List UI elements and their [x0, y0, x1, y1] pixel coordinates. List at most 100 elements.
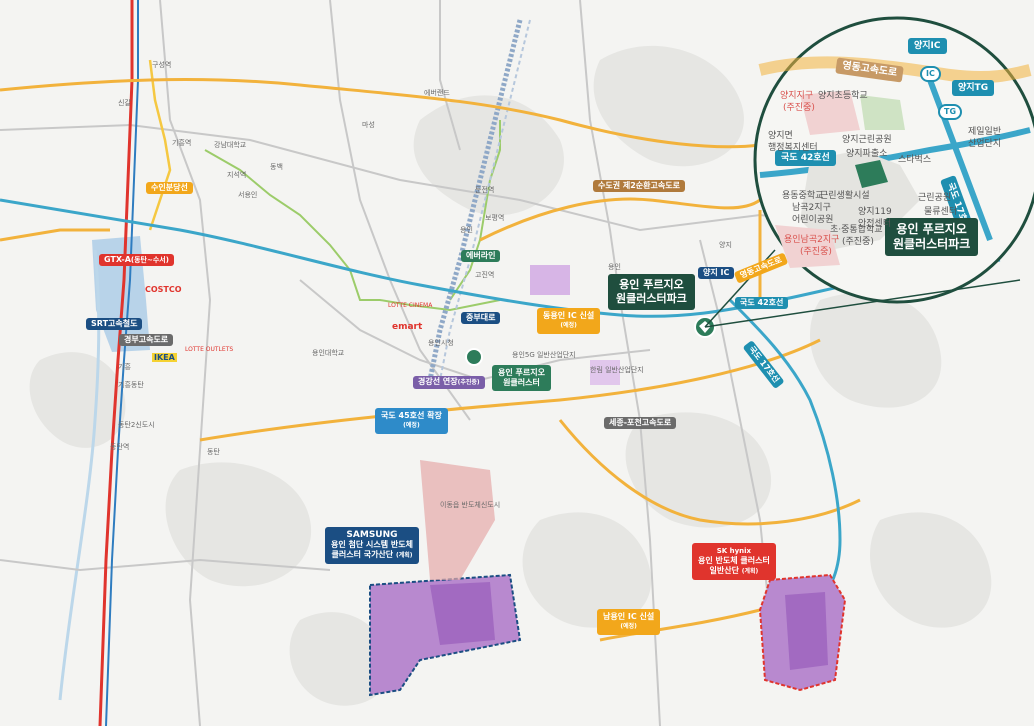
inset-place-label: 제일일반 [968, 127, 1002, 137]
place-yongin-5g: 용인5G 일반산업단지 [512, 351, 576, 359]
label-everline: 에버라인 [461, 250, 501, 262]
label-sejong: 세종-포천고속도로 [604, 417, 677, 429]
place-dongtan-ic: 동탄 [207, 448, 220, 456]
place-dunjeon: 둔전역 [475, 186, 495, 194]
place-seoyongin: 서용인 [238, 191, 258, 199]
label-gyeonggang: 경강선 연장(추진중) [413, 376, 485, 389]
place-hanrim: 한림 일반산업단지 [590, 366, 644, 374]
sk-line2: 일반산단 [709, 566, 739, 575]
place-gangnam-univ: 강남대학교 [214, 141, 247, 149]
inset-yangji-ic: 양지IC [908, 38, 947, 54]
industrial-zone [530, 265, 570, 295]
inset-place-label: (주진중) [800, 247, 832, 257]
label-gtx-text: GTX-A [104, 255, 131, 264]
label-namyongin: 남용인 IC 신설 (예정) [597, 609, 661, 635]
place-ikea: IKEA [152, 353, 177, 362]
suin-bundang-line [148, 59, 172, 231]
sk-callout: SK hynix 용인 반도체 클러스터 일반산단 (계획) [692, 543, 776, 580]
place-yonginsi: 용인시청 [428, 339, 454, 347]
gyeonggang-extension-2 [439, 19, 531, 381]
inset-place-label: 남곡2지구 [792, 203, 831, 213]
sk-brand: SK hynix [716, 547, 752, 555]
project-callout-main: 용인 푸르지오 원클러스터파크 [608, 274, 695, 310]
inset-place-label: 근린생활시설 [820, 191, 870, 201]
place-masung: 마성 [362, 121, 375, 129]
inset-route42: 국도 42호선 [775, 150, 836, 166]
place-emart: emart [392, 322, 423, 332]
place-yongin-station: 용인 [608, 263, 621, 271]
inset-ic-badge: IC [920, 66, 941, 82]
place-cheonggu: 구성역 [152, 61, 172, 69]
inset-place-label: 양지면 [768, 131, 793, 141]
project-callout-main-line1: 용인 푸르지오 [619, 278, 684, 291]
inset-place-label: 초·중통합학교 [830, 225, 883, 235]
inset-connector-2 [704, 279, 1021, 328]
place-yongin: 용인 [460, 226, 473, 234]
terrain-relief [29, 45, 992, 706]
samsung-line1: 용인 첨단 시스템 반도체 [331, 540, 413, 549]
inset-place-label: 행정복지센터 [768, 143, 818, 153]
place-bogeun: 보평역 [485, 214, 505, 222]
inset-place-label: 산업단지 [968, 139, 1002, 149]
sk-line2-wrap: 일반산단 (계획) [698, 566, 770, 577]
place-ciwoo: 지석역 [227, 171, 247, 179]
project-callout-mid: 용인 푸르지오 원클러스터 [492, 365, 551, 391]
label-suin-bundang: 수인분당선 [146, 182, 193, 194]
project-callout-mid-line1: 용인 푸르지오 [498, 368, 545, 377]
inset-place-label: 양지근린공원 [842, 135, 892, 145]
inset-place-label: 어린이공원 [792, 215, 834, 225]
inset-place-label: 근린공원 [918, 193, 952, 203]
label-namyongin-text: 남용인 IC 신설 [603, 612, 655, 621]
national-routes [0, 198, 1001, 602]
label-namyongin-status: (예정) [620, 623, 637, 630]
label-gtx: GTX-A(동탄~수서) [99, 254, 174, 266]
label-jungbu: 중부대로 [461, 312, 501, 324]
place-yangji: 양지 [719, 241, 732, 249]
inset-place-label: 양지초등학교 [818, 91, 868, 101]
gyeonggang-extension [427, 19, 523, 381]
project-marker-mid [465, 348, 483, 366]
place-everland: 에버랜드 [424, 89, 450, 97]
inset-place-label: 용동중학교 [782, 191, 824, 201]
sk-status: (계획) [741, 568, 759, 575]
place-dongtan2: 동탄2신도시 [118, 421, 155, 429]
inset-project-line1: 용인 푸르지오 [896, 222, 967, 236]
label-route45-text: 국도 45호선 확장 [381, 411, 442, 420]
label-yongin-ic-new: 동용인 IC 신설(예정) [537, 308, 601, 334]
inset-place-label: (주진중) [842, 237, 874, 247]
industrial-zone-2 [590, 360, 620, 385]
expressways [0, 78, 861, 642]
inset-place-label: 양지119 [858, 207, 892, 217]
sk-cluster-area [758, 573, 847, 692]
samsung-line2-wrap: 클러스터 국가산단 (계획) [331, 550, 413, 561]
inset-project-callout: 용인 푸르지오 원클러스터파크 [885, 218, 979, 256]
inset-place-label: 안전센터 [858, 219, 892, 229]
inset-place-label: 양지파출소 [846, 149, 888, 159]
samsung-line2: 클러스터 국가산단 [331, 550, 394, 559]
inset-project-line2: 원클러스터파크 [893, 237, 971, 251]
place-isdong: 이동읍 반도체신도시 [440, 501, 501, 509]
place-dongtan: 동탄역 [110, 443, 130, 451]
place-yongin-univ: 용인대학교 [312, 349, 345, 357]
local-roads [0, 0, 881, 726]
inset-yangji-tg: 양지TG [952, 80, 995, 96]
river [58, 249, 101, 701]
place-lotte: LOTTE CINEMA [388, 302, 433, 309]
project-callout-mid-line2: 원클러스터 [503, 378, 540, 387]
inset-tg-badge: TG [938, 104, 963, 120]
place-sinsal: 신갈 [118, 99, 131, 107]
place-costco: COSTCO [145, 285, 182, 294]
label-gyeonggang-text: 경강선 연장 [418, 377, 458, 386]
label-gyeongbu: 경부고속도로 [119, 334, 174, 346]
inset-place-label: 용인남곡2지구 [784, 235, 840, 245]
samsung-brand: SAMSUNG [346, 530, 398, 540]
place-giheung-dongtan: 기흥동탄 [118, 381, 144, 389]
label-gyeonggang-status: (추진중) [457, 379, 480, 386]
inset-place-label: 물류센터 [924, 207, 958, 217]
inset-place-label: 양지지구 [780, 91, 814, 101]
label-yangji-ic: 양지 IC [698, 267, 735, 279]
label-gtx-sub: (동탄~수서) [130, 256, 169, 264]
label-yongin-ic-new-status: (예정) [560, 322, 577, 329]
place-giheung: 기흥역 [172, 139, 192, 147]
